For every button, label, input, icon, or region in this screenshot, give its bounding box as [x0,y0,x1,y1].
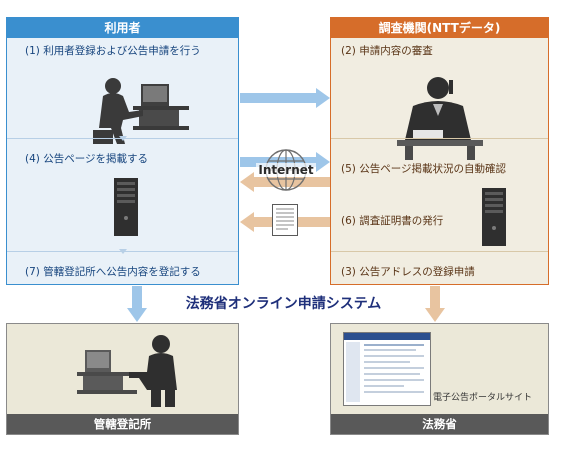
arrow-to-ministry [425,286,445,322]
ministry-of-justice-title: 法務省 [331,414,548,434]
arrow-monitoring [240,172,330,192]
ntt-divider-1 [331,138,548,139]
portal-site-screenshot [343,332,431,406]
certificate-document-icon [272,204,298,236]
arrow-application [240,88,330,108]
user-step-arrow-1 [119,136,127,141]
registry-office-title: 管轄登記所 [7,414,238,434]
ntt-divider-2 [331,251,548,252]
user-panel: 利用者 (1) 利用者登録および公告申請を行う (4) 公告ページを掲載する (… [6,17,239,285]
user-server-icon [114,178,138,236]
ministry-of-justice-box: 電子公告ポータルサイト 法務省 [330,323,549,435]
ntt-server-icon [482,188,506,246]
step-3: (3) 公告アドレスの登録申請 [341,266,475,278]
online-application-system-label: 法務省オンライン申請システム [185,296,382,312]
examiner-person-icon [397,77,483,160]
step-1: (1) 利用者登録および公告申請を行う [25,45,201,57]
user-panel-title: 利用者 [7,18,238,38]
step-4: (4) 公告ページを掲載する [25,153,149,165]
user-at-computer-icon [93,78,189,144]
user-step-arrow-2 [119,249,127,254]
step-2: (2) 申請内容の審査 [341,45,433,57]
step-5: (5) 公告ページ掲載状況の自動確認 [341,163,507,175]
ntt-panel-title: 調査機関(NTTデータ) [331,18,548,38]
portal-site-label: 電子公告ポータルサイト [433,393,533,403]
arrow-to-registry [127,286,147,322]
registry-clerk-icon [77,335,177,407]
ntt-data-panel: 調査機関(NTTデータ) (2) 申請内容の審査 (5) 公告ページ掲載状況の自… [330,17,549,285]
step-6: (6) 調査証明書の発行 [341,215,444,227]
internet-label: Internet [256,163,316,177]
step-7: (7) 管轄登記所へ公告内容を登記する [25,266,201,278]
registry-office-box: 管轄登記所 [6,323,239,435]
